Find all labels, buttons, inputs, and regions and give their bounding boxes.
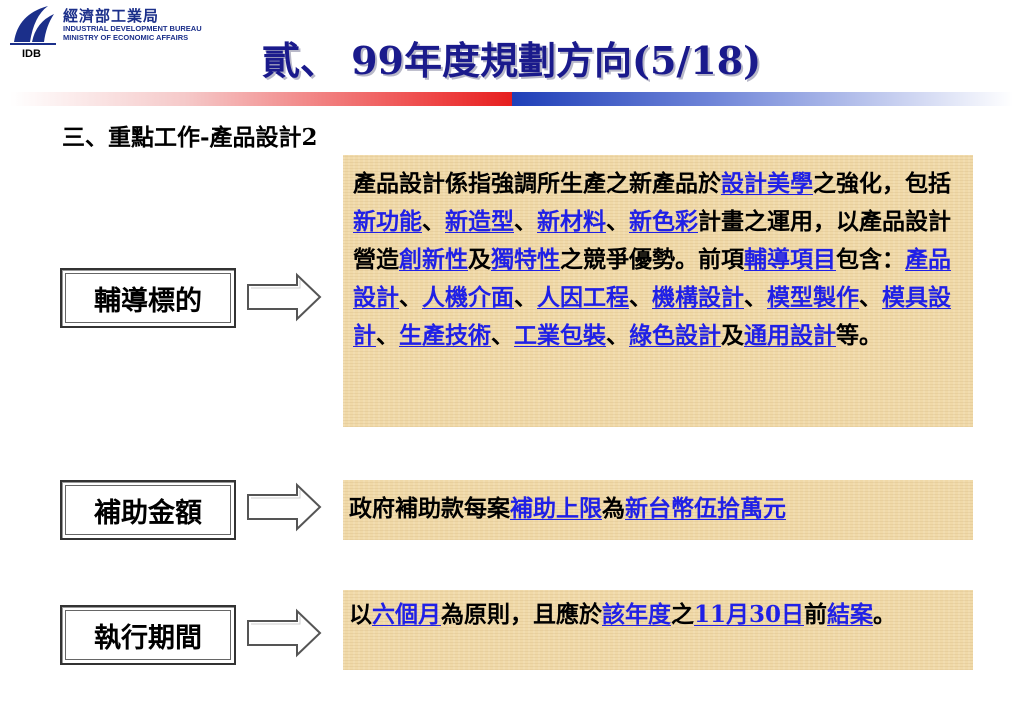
highlighted-term: 人因工程 [537,284,629,311]
body-text: 、 [606,322,629,349]
body-text: 為 [602,495,625,522]
logo-chinese-name: 經濟部工業局 [63,7,160,25]
slide-title: 貳、 99年度規劃方向(5/18) [261,38,762,83]
content-execution-period: 以六個月為原則，且應於該年度之11月30日前結案。 [343,590,973,670]
divider-red-segment [10,92,512,106]
highlighted-term: 獨特性 [491,246,560,273]
body-text: 、 [744,284,767,311]
label-execution-period: 執行期間 [60,605,236,665]
highlighted-term: 創新性 [399,246,468,273]
highlighted-term: 新功能 [353,208,422,235]
highlighted-term: 產品設計 [353,246,951,311]
body-text: 計畫之運用，以產品設計營造 [353,208,951,273]
highlighted-term: 人機介面 [422,284,514,311]
idb-emblem-icon [10,6,56,45]
content-guidance-target: 產品設計係指強調所生產之新產品於設計美學之強化，包括新功能、新造型、新材料、新色… [343,155,973,427]
highlighted-term: 新台幣伍拾萬元 [625,495,786,522]
highlighted-term: 模具設計 [353,284,951,349]
highlighted-term: 綠色設計 [629,322,721,349]
body-text: 為原則，且應於 [441,601,602,628]
highlighted-term: 新材料 [537,208,606,235]
body-text: 、 [491,322,514,349]
highlighted-term: 新色彩 [629,208,698,235]
highlighted-term: 結案 [827,601,874,628]
body-text: 。 [873,601,897,628]
label-subsidy-amount: 補助金額 [60,480,236,540]
divider-blue-segment [512,92,1013,106]
label-guidance-target: 輔導標的 [60,268,236,328]
highlighted-term: 工業包裝 [514,322,606,349]
highlighted-term: 新造型 [445,208,514,235]
body-text: 、 [514,284,537,311]
section-subtitle: 三、重點工作-產品設計2 [62,124,318,151]
highlighted-term: 生產技術 [399,322,491,349]
body-text: 、 [376,322,399,349]
right-arrow-icon [247,482,322,532]
logo-english-line-2: MINISTRY OF ECONOMIC AFFAIRS [63,33,189,42]
body-text: 以 [349,601,372,628]
highlighted-term: 六個月 [372,601,441,628]
highlighted-term: 該年度 [602,601,671,628]
body-text: 、 [629,284,652,311]
body-text: 、 [859,284,882,311]
body-text: 、 [606,208,629,235]
body-text: 、 [422,208,445,235]
guidance-target-text: 產品設計係指強調所生產之新產品於設計美學之強化，包括新功能、新造型、新材料、新色… [353,165,955,355]
highlighted-term: 輔導項目 [744,246,836,273]
highlighted-term: 機構設計 [652,284,744,311]
idb-logo: 經濟部工業局 INDUSTRIAL DEVELOPMENT BUREAU MIN… [8,2,208,64]
body-text: 包含： [836,246,905,273]
title-divider-bar [10,92,1013,106]
body-text: 前 [804,601,828,628]
body-text: 等。 [836,322,882,349]
right-arrow-icon [247,272,322,322]
execution-period-text: 以六個月為原則，且應於該年度之11月30日前結案。 [349,596,959,634]
logo-english-line-1: INDUSTRIAL DEVELOPMENT BUREAU [63,24,202,33]
logo-abbreviation: IDB [22,48,41,60]
body-text: 之強化，包括 [813,170,951,197]
body-text: 及 [721,322,744,349]
highlighted-term: 模型製作 [767,284,859,311]
highlighted-term: 補助上限 [510,495,602,522]
body-text: 政府補助款每案 [349,495,510,522]
content-subsidy-amount: 政府補助款每案補助上限為新台幣伍拾萬元 [343,480,973,540]
highlighted-term: 通用設計 [744,322,836,349]
subsidy-amount-text: 政府補助款每案補助上限為新台幣伍拾萬元 [349,491,959,527]
body-text: 之 [671,601,694,628]
right-arrow-icon [247,608,322,658]
highlighted-term: 11月30日 [694,601,805,628]
body-text: 之競爭優勢。前項 [560,246,744,273]
body-text: 產品設計係指強調所生產之新產品於 [353,170,721,197]
body-text: 、 [514,208,537,235]
highlighted-term: 設計美學 [721,170,813,197]
body-text: 及 [468,246,491,273]
body-text: 、 [399,284,422,311]
